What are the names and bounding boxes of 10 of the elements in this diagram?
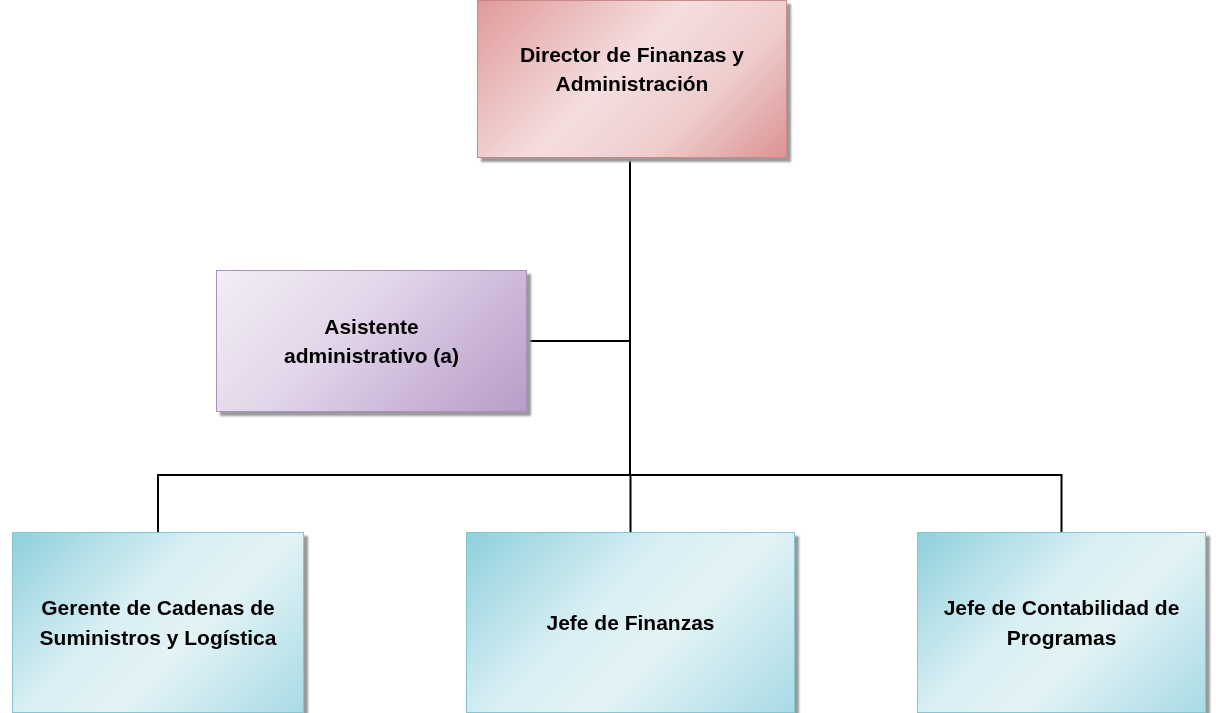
role-title: Gerente de Cadenas de Suministros y Logística [38, 595, 278, 651]
role-title: Jefe de Contabilidad de Programas [942, 595, 1181, 651]
role-title: Asistente administrativo (a) [282, 313, 460, 369]
org-box [466, 532, 795, 713]
role-title: Jefe de Finanzas [546, 609, 715, 636]
org-box [477, 0, 787, 158]
role-title: Director de Finanzas y Administración [518, 41, 746, 97]
org-box [917, 532, 1206, 713]
org-box [12, 532, 304, 713]
org-box [216, 270, 527, 412]
